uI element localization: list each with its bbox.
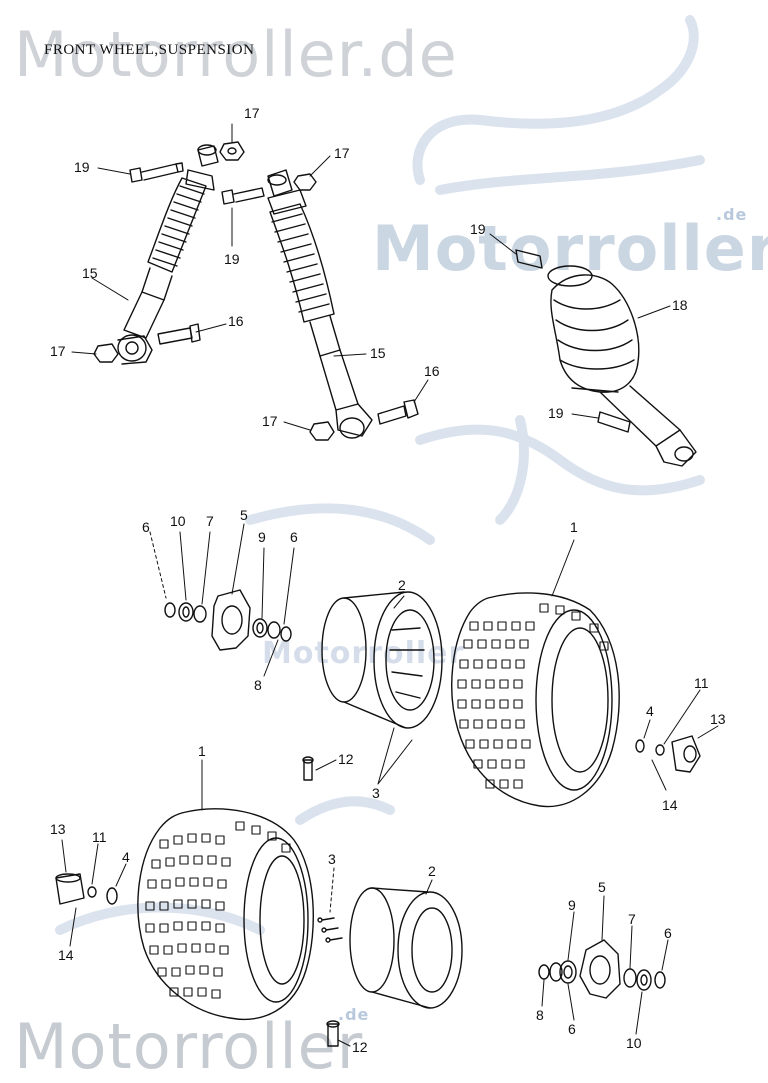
bolt-16-center [377, 399, 419, 425]
nut-17-center-top [293, 173, 317, 191]
cap-13-upper [635, 735, 701, 773]
bolt-12-lower [326, 1020, 340, 1047]
callout-19: 19 [74, 159, 90, 175]
callout-8: 8 [254, 677, 262, 693]
nut-17-top-left [219, 141, 245, 161]
callout-6: 6 [664, 925, 672, 941]
studs-3-lower [317, 917, 343, 943]
rim-upper [321, 591, 443, 729]
hub-group-upper [164, 589, 292, 651]
callout-2: 2 [428, 863, 436, 879]
callout-5: 5 [240, 507, 248, 523]
callout-19: 19 [224, 251, 240, 267]
callout-13: 13 [710, 711, 726, 727]
callout-17: 17 [50, 343, 66, 359]
callout-15: 15 [370, 345, 386, 361]
callout-8: 8 [536, 1007, 544, 1023]
cap-13-lower [55, 873, 118, 905]
callout-9: 9 [258, 529, 266, 545]
callout-15: 15 [82, 265, 98, 281]
callout-11: 11 [694, 675, 709, 691]
callout-9: 9 [568, 897, 576, 913]
bolt-19-left [129, 162, 184, 183]
shock-absorber-right [515, 249, 697, 467]
callout-17: 17 [262, 413, 278, 429]
callout-4: 4 [646, 703, 654, 719]
callout-3: 3 [372, 785, 380, 801]
callout-19: 19 [470, 221, 486, 237]
watermark-top: Motorroller.de [14, 18, 458, 91]
callout-7: 7 [628, 911, 636, 927]
callout-19: 19 [548, 405, 564, 421]
callout-12: 12 [352, 1039, 368, 1055]
callout-11: 11 [92, 829, 107, 845]
hub-group-lower [538, 939, 666, 999]
callout-17: 17 [244, 105, 260, 121]
nut-17-left [93, 343, 119, 363]
callout-2: 2 [398, 577, 406, 593]
shock-absorber-left [117, 144, 219, 365]
leader-lines [61, 123, 719, 1047]
nut-17-center [309, 421, 335, 441]
callout-6: 6 [568, 1021, 576, 1037]
watermark-middle: Motorroller [372, 212, 768, 285]
callout-18: 18 [672, 297, 688, 313]
shock-absorber-center [267, 169, 373, 439]
watermark-middle-tld: .de [716, 205, 748, 224]
diagram-title: FRONT WHEEL,SUSPENSION [44, 42, 255, 58]
bolt-19-center [221, 187, 265, 205]
watermark-bottom: Motorroller [14, 1010, 364, 1083]
callout-10: 10 [626, 1035, 642, 1051]
callout-1: 1 [198, 743, 206, 759]
callout-6: 6 [290, 529, 298, 545]
bolt-16-left [157, 323, 201, 345]
callout-12: 12 [338, 751, 354, 767]
tire-upper [451, 592, 620, 808]
callout-5: 5 [598, 879, 606, 895]
callout-7: 7 [206, 513, 214, 529]
callout-13: 13 [50, 821, 66, 837]
callout-14: 14 [662, 797, 678, 813]
rim-lower [349, 887, 463, 1009]
callout-6: 6 [142, 519, 150, 535]
bolt-12-upper [302, 756, 314, 781]
callout-16: 16 [228, 313, 244, 329]
callout-4: 4 [122, 849, 130, 865]
watermark-bottom-tld: .de [338, 1005, 370, 1024]
callout-1: 1 [570, 519, 578, 535]
callout-14: 14 [58, 947, 74, 963]
callout-17: 17 [334, 145, 350, 161]
callout-3: 3 [328, 851, 336, 867]
callout-10: 10 [170, 513, 186, 529]
tire-lower [137, 808, 314, 1020]
watermark-center-faint: Motorroller [262, 636, 465, 671]
callout-16: 16 [424, 363, 440, 379]
